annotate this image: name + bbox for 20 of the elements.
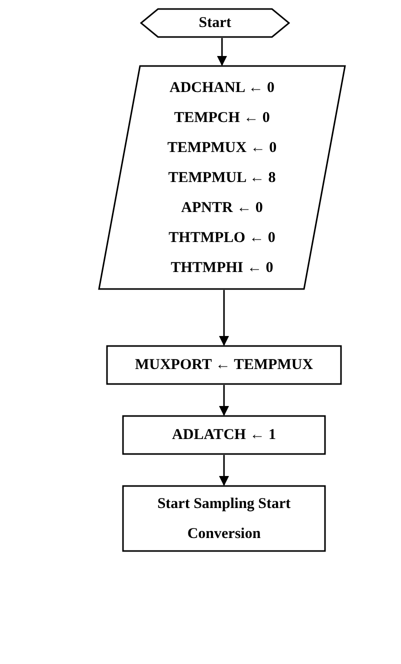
node-text: THTMPLO ← 0 xyxy=(168,228,276,248)
node-text: TEMPMUX ← 0 xyxy=(167,138,277,158)
node-text: Start xyxy=(198,14,232,33)
node-text: APNTR ← 0 xyxy=(181,198,263,218)
arrow xyxy=(219,385,229,416)
arrow xyxy=(217,38,227,66)
process-box xyxy=(122,415,326,455)
node-text: ADCHANL ← 0 xyxy=(169,78,274,98)
node-text: TEMPCH ← 0 xyxy=(174,108,270,128)
node-text: THTMPHI ← 0 xyxy=(170,258,274,278)
node-text: Start Sampling Start Conversion xyxy=(156,494,292,544)
data-parallelogram xyxy=(98,65,346,290)
process-box xyxy=(122,485,326,552)
arrow xyxy=(219,455,229,486)
process-box xyxy=(106,345,342,385)
node-text: ADLATCH ← 1 xyxy=(172,426,276,445)
node-text: TEMPMUL ← 8 xyxy=(168,168,276,188)
node-text: MUXPORT ← TEMPMUX xyxy=(134,356,314,375)
terminator-hexagon xyxy=(140,8,290,38)
arrow xyxy=(219,290,229,346)
